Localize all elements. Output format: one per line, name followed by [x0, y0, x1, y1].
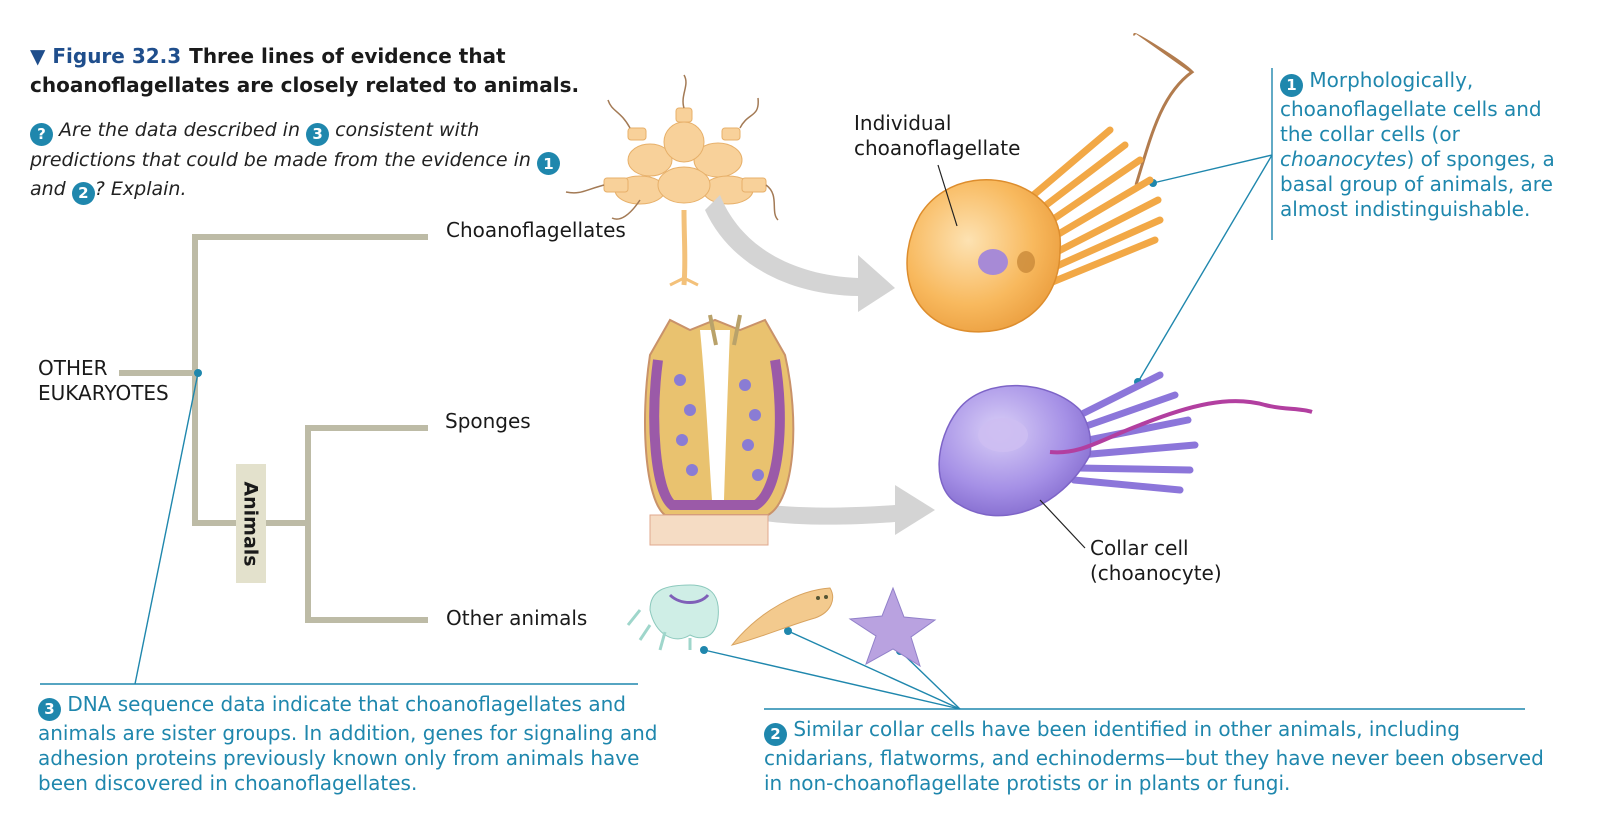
label-collar-cell: Collar cell (choanocyte): [1090, 536, 1222, 585]
gray-arrows: [690, 195, 935, 535]
question-text-suffix: ? Explain.: [94, 178, 187, 200]
jellyfish-image: [626, 584, 719, 651]
sponge-image: [644, 314, 795, 546]
leader-evidence-1-choano: [1152, 154, 1273, 184]
label-other-animals: Other animals: [446, 606, 588, 630]
evidence-number-2-icon: 2: [71, 181, 95, 205]
evidence-number-1-icon: 1: [536, 152, 560, 175]
leader-evidence-2-jelly: [703, 649, 961, 710]
collar-cell-image: [938, 371, 1313, 549]
animals-clade-box: [236, 464, 266, 583]
evidence-1-callout: 1 Morphologically, choanoflagellate cell…: [1280, 68, 1555, 221]
figure-question: ? Are the data described in 3 consistent…: [30, 116, 570, 205]
choanoflagellate-cell-image: [906, 32, 1195, 333]
leader-lines: [40, 68, 1525, 710]
label-other-eukaryotes: OTHER EUKARYOTES: [38, 356, 169, 405]
evidence-1-number-icon: 1: [1280, 74, 1303, 97]
figure-number: Figure 32.3: [52, 44, 182, 68]
label-sponges: Sponges: [445, 409, 531, 433]
leader-evidence-2-flatworm: [787, 630, 961, 710]
leader-evidence-1-collar: [1137, 154, 1273, 383]
label-individual-choanoflagellate: Individual choanoflagellate: [854, 111, 1021, 160]
question-text-prefix: Are the data described in: [59, 119, 300, 141]
question-text-and: and: [30, 178, 66, 200]
evidence-3-callout: 3 DNA sequence data indicate that choano…: [38, 692, 658, 795]
leader-evidence-2-starfish: [899, 650, 961, 710]
leader-evidence-3: [134, 372, 199, 685]
figure-title-text: Three lines of evidence that choanoflage…: [30, 44, 580, 97]
choanoflagellate-colony-image: [565, 74, 779, 287]
label-animals: Animals: [240, 480, 262, 567]
evidence-2-callout: 2 Similar collar cells have been identif…: [764, 717, 1544, 795]
evidence-3-number-icon: 3: [38, 698, 61, 721]
question-icon: ?: [30, 122, 53, 146]
label-choanoflagellates: Choanoflagellates: [446, 218, 626, 242]
evidence-2-number-icon: 2: [764, 723, 787, 746]
evidence-number-3-icon: 3: [306, 122, 330, 146]
triangle-icon: ▼: [30, 44, 46, 68]
starfish-image: [848, 586, 937, 668]
phylogenetic-tree: [119, 234, 428, 623]
question-text-mid: consistent with predictions that could b…: [30, 119, 531, 171]
flatworm-image: [730, 587, 834, 646]
